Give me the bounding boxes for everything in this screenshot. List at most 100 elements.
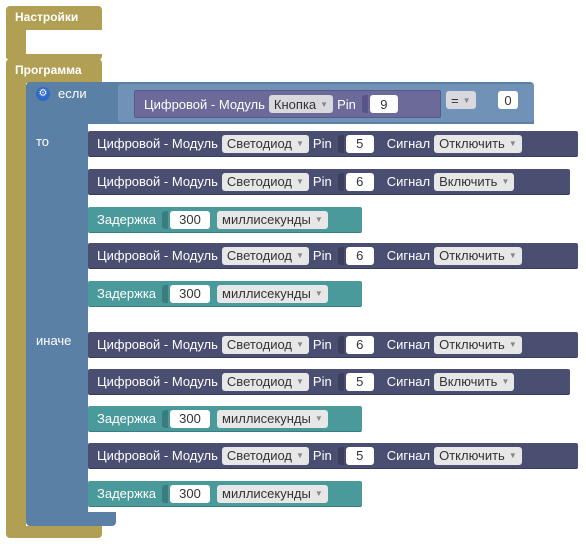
socket-plug — [337, 172, 344, 191]
pin-field[interactable]: 5 — [345, 134, 374, 153]
module-value: Светодиод — [226, 136, 292, 151]
module-dropdown[interactable]: Светодиод ▼ — [221, 335, 309, 354]
module-dropdown[interactable]: Светодиод ▼ — [221, 446, 309, 465]
delay-value-field[interactable]: 300 — [170, 210, 211, 229]
signal-dropdown[interactable]: Отключить▼ — [434, 335, 522, 354]
if-header: ⚙ если — [36, 86, 87, 101]
program-bottom — [6, 526, 102, 538]
signal-label: Сигнал — [386, 337, 431, 352]
if-else-bottom — [26, 512, 116, 526]
signal-dropdown[interactable]: Включить▼ — [434, 372, 515, 391]
setup-bottom — [6, 54, 102, 60]
program-block[interactable] — [6, 59, 102, 83]
condition-block[interactable]: Цифровой - Модуль Кнопка ▼ Pin 9 — [134, 90, 441, 118]
then-digital-block-1[interactable]: Цифровой - Модуль Светодиод▼ Pin 5 Сигна… — [88, 131, 578, 157]
signal-label: Сигнал — [386, 174, 431, 189]
else-delay-block-2[interactable]: Задержка 300 миллисекунды▼ — [88, 481, 362, 507]
pin-field[interactable]: 5 — [345, 372, 374, 391]
module-value: Светодиод — [226, 374, 292, 389]
socket-plug — [162, 484, 169, 503]
module-value: Светодиод — [226, 174, 292, 189]
then-delay-block-2[interactable]: Задержка 300 миллисекунды▼ — [88, 281, 362, 307]
pin-field[interactable]: 6 — [345, 335, 374, 354]
module-dropdown[interactable]: Светодиод▼ — [221, 246, 309, 265]
setup-block[interactable] — [6, 6, 102, 30]
socket-plug — [337, 335, 344, 354]
unit-dropdown[interactable]: миллисекунды▼ — [217, 484, 328, 503]
signal-dropdown[interactable]: Отключить▼ — [434, 446, 522, 465]
chevron-down-icon: ▼ — [501, 377, 510, 386]
digital-label: Цифровой - Модуль — [97, 374, 218, 389]
chevron-down-icon: ▼ — [320, 99, 329, 109]
signal-dropdown[interactable]: Отключить▼ — [434, 134, 522, 153]
chevron-down-icon: ▼ — [314, 414, 323, 423]
socket-plug — [162, 284, 169, 303]
delay-label: Задержка — [97, 486, 157, 501]
chevron-down-icon: ▼ — [508, 451, 517, 460]
socket-plug — [162, 409, 169, 428]
condition-module-dropdown[interactable]: Кнопка ▼ — [268, 95, 334, 113]
signal-value: Отключить — [439, 136, 505, 151]
socket-plug — [361, 95, 368, 113]
delay-label: Задержка — [97, 411, 157, 426]
chevron-down-icon: ▼ — [296, 177, 304, 186]
pin-label: Pin — [312, 248, 332, 263]
digital-label: Цифровой - Модуль — [97, 448, 218, 463]
module-value: Светодиод — [226, 448, 292, 463]
else-digital-block-3[interactable]: Цифровой - Модуль Светодиод▼ Pin 5 Сигна… — [88, 443, 578, 469]
chevron-down-icon: ▼ — [501, 177, 510, 186]
module-value: Светодиод — [226, 248, 292, 263]
signal-label: Сигнал — [386, 374, 431, 389]
chevron-down-icon: ▼ — [508, 251, 517, 260]
delay-value-field[interactable]: 300 — [170, 484, 211, 503]
chevron-down-icon: ▼ — [296, 340, 304, 349]
chevron-down-icon: ▼ — [296, 451, 304, 460]
pin-field[interactable]: 6 — [345, 172, 374, 191]
setup-label: Настройки — [15, 10, 79, 24]
module-value: Светодиод — [226, 337, 292, 352]
then-digital-block-2[interactable]: Цифровой - Модуль Светодиод▼ Pin 6 Сигна… — [88, 169, 570, 195]
program-left-bar — [6, 80, 26, 530]
gear-icon[interactable]: ⚙ — [36, 86, 50, 101]
compare-value-field[interactable]: 0 — [498, 91, 518, 109]
pin-field[interactable]: 5 — [345, 446, 374, 465]
pin-label: Pin — [312, 448, 332, 463]
chevron-down-icon: ▼ — [462, 95, 471, 105]
chevron-down-icon: ▼ — [508, 139, 517, 148]
chevron-down-icon: ▼ — [314, 215, 323, 224]
module-dropdown[interactable]: Светодиод▼ — [221, 134, 309, 153]
digital-label: Цифровой - Модуль — [97, 174, 218, 189]
signal-value: Отключить — [439, 448, 505, 463]
signal-dropdown[interactable]: Включить▼ — [434, 172, 515, 191]
then-digital-block-3[interactable]: Цифровой - Модуль Светодиод▼ Pin 6 Сигна… — [88, 243, 578, 269]
signal-dropdown[interactable]: Отключить▼ — [434, 246, 522, 265]
delay-value-field[interactable]: 300 — [170, 409, 211, 428]
else-digital-block-1[interactable]: Цифровой - Модуль Светодиод▼ Pin 6 Сигна… — [88, 332, 578, 358]
condition-pin-field[interactable]: 9 — [369, 95, 398, 113]
signal-value: Включить — [439, 174, 498, 189]
unit-dropdown[interactable]: миллисекунды▼ — [217, 409, 328, 428]
else-delay-block-1[interactable]: Задержка 300 миллисекунды▼ — [88, 406, 362, 432]
chevron-down-icon: ▼ — [296, 377, 304, 386]
digital-label: Цифровой - Модуль — [97, 248, 218, 263]
unit-dropdown[interactable]: миллисекунды▼ — [217, 284, 328, 303]
delay-value-field[interactable]: 300 — [170, 284, 211, 303]
signal-label: Сигнал — [386, 136, 431, 151]
module-dropdown[interactable]: Светодиод ▼ — [221, 172, 309, 191]
unit-value: миллисекунды — [222, 411, 311, 426]
operator-dropdown[interactable]: = ▼ — [446, 91, 476, 109]
else-digital-block-2[interactable]: Цифровой - Модуль Светодиод▼ Pin 5 Сигна… — [88, 369, 570, 395]
digital-label: Цифровой - Модуль — [97, 136, 218, 151]
pin-field[interactable]: 6 — [345, 246, 374, 265]
then-label: то — [36, 134, 50, 149]
then-delay-block-1[interactable]: Задержка 300 миллисекунды▼ — [88, 207, 362, 233]
pin-label: Pin — [312, 337, 332, 352]
operator-value: = — [451, 92, 459, 108]
module-dropdown[interactable]: Светодиод ▼ — [221, 372, 309, 391]
chevron-down-icon: ▼ — [314, 289, 323, 298]
unit-dropdown[interactable]: миллисекунды▼ — [217, 210, 328, 229]
signal-value: Включить — [439, 374, 498, 389]
if-else-left-bar — [26, 120, 88, 520]
condition-label: Цифровой - Модуль — [144, 96, 265, 112]
unit-value: миллисекунды — [222, 286, 311, 301]
